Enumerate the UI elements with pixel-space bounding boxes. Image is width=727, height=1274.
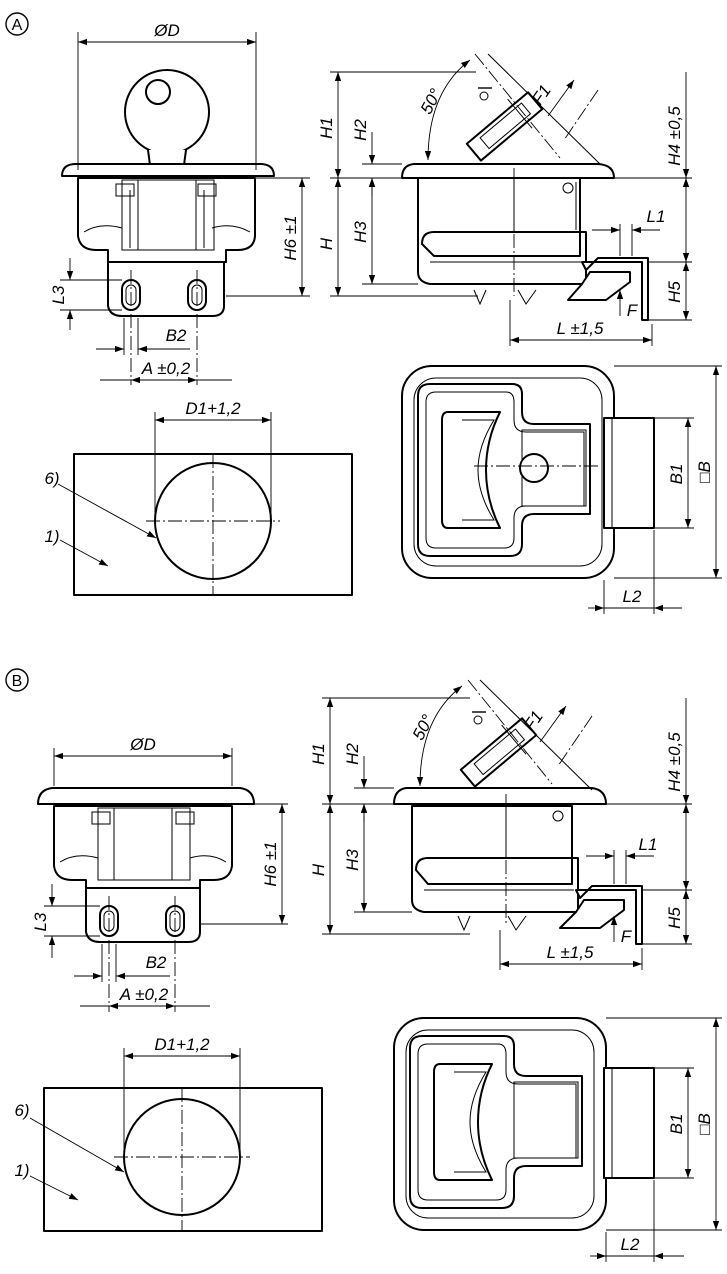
dim-l: L ±1,5: [557, 319, 604, 338]
section-a: A: [5, 12, 722, 614]
front-view-dimensions-a: ØD H6 ±1 L3 B2 A ±0,2: [49, 21, 310, 384]
dim-h5: H5: [665, 281, 684, 303]
dim-h4: H4 ±0,5: [665, 106, 684, 166]
dim-h6: H6 ±1: [281, 215, 300, 260]
dim-h6: H6 ±1: [261, 841, 280, 886]
dim-f: F: [627, 301, 639, 320]
side-view-a: [401, 53, 649, 321]
section-marker-a: A: [5, 12, 29, 36]
dim-l1: L1: [647, 207, 666, 226]
front-view-a: [61, 69, 275, 385]
section-b: B ØD: [5, 668, 722, 1262]
dim-l3: L3: [31, 912, 50, 931]
dim-b: □B: [695, 461, 714, 483]
dim-h1: H1: [317, 117, 336, 139]
dim-l2: L2: [621, 1235, 640, 1254]
dim-b2: B2: [166, 326, 187, 345]
dim-a: A ±0,2: [141, 359, 191, 378]
panel-cutout-a: D1+1,2 6) 1): [44, 399, 353, 596]
dim-h3: H3: [351, 221, 370, 243]
dim-b: □B: [695, 1113, 714, 1135]
dim-b1: B1: [667, 1114, 686, 1135]
dim-h: H: [309, 863, 328, 876]
dim-angle: 50°: [409, 711, 438, 743]
top-view-dimensions-b: B1 □B L2: [590, 1017, 722, 1262]
dim-h3: H3: [343, 849, 362, 871]
section-marker-b: B: [5, 668, 29, 692]
note-6: 6): [44, 469, 59, 488]
dim-l2: L2: [623, 587, 642, 606]
dim-l: L ±1,5: [547, 943, 594, 962]
dim-h: H: [317, 237, 336, 250]
side-view-dimensions-a: H1 H H2 H3 50° F1 H4 ±0,5 H5: [317, 59, 692, 346]
dim-f: F: [621, 927, 633, 946]
top-view-dimensions-a: B1 □B L2: [588, 365, 722, 614]
dim-h2: H2: [343, 743, 362, 765]
dim-l1: L1: [639, 835, 658, 854]
front-view-dimensions-b: ØD H6 ±1 L3 B2 A ±0,2: [31, 735, 288, 1010]
dim-angle: 50°: [417, 85, 446, 117]
top-view-b: [393, 1017, 655, 1231]
dim-l3: L3: [49, 285, 68, 304]
side-view-b: [393, 679, 643, 945]
dim-b2: B2: [146, 953, 167, 972]
note-1: 1): [14, 1161, 29, 1180]
dim-h1: H1: [309, 743, 328, 765]
dim-h4: H4 ±0,5: [665, 732, 684, 792]
dim-a: A ±0,2: [119, 985, 169, 1004]
dim-od: ØD: [129, 735, 156, 754]
panel-cutout-b: D1+1,2 6) 1): [14, 1035, 323, 1232]
svg-text:A: A: [12, 17, 23, 34]
top-view-a: [401, 365, 655, 579]
note-1: 1): [44, 527, 59, 546]
dim-od: ØD: [153, 21, 180, 40]
dim-d1: D1+1,2: [154, 1035, 210, 1054]
svg-text:B: B: [12, 673, 23, 690]
note-6: 6): [14, 1101, 29, 1120]
front-view-b: [37, 787, 255, 1012]
dim-h5: H5: [665, 907, 684, 929]
dim-d1: D1+1,2: [185, 399, 241, 418]
dim-b1: B1: [667, 464, 686, 485]
dim-h2: H2: [351, 119, 370, 141]
